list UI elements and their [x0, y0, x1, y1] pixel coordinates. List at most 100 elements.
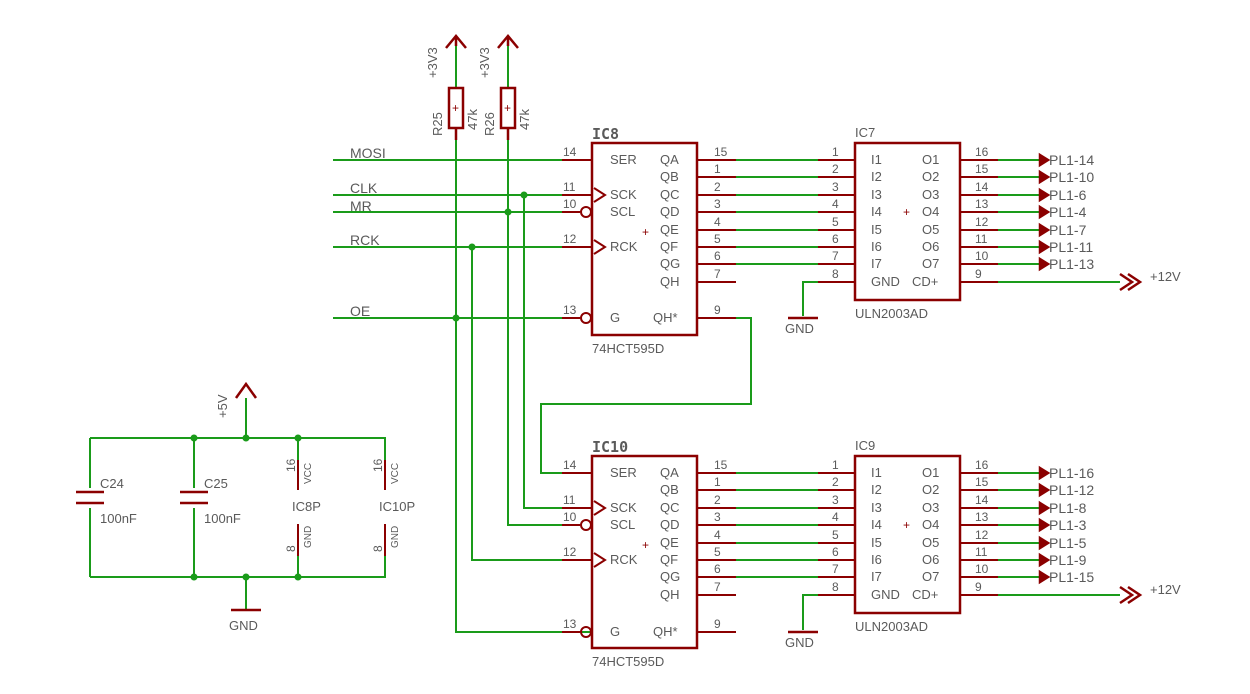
svg-text:O7: O7	[922, 569, 939, 584]
svg-text:+: +	[452, 101, 459, 115]
supply-3v3-b: +3V3	[477, 34, 519, 78]
ic8-value: 74HCT595D	[592, 341, 664, 356]
svg-text:O3: O3	[922, 500, 939, 515]
ic9-driver: IC9 ULN2003AD + I1 I2 I3 I4 I5 I6 I7 GND…	[818, 438, 998, 634]
svg-text:9: 9	[975, 267, 982, 281]
svg-text:13: 13	[563, 617, 577, 631]
svg-text:QC: QC	[660, 187, 680, 202]
svg-text:O3: O3	[922, 187, 939, 202]
svg-text:8: 8	[832, 267, 839, 281]
svg-text:O1: O1	[922, 465, 939, 480]
svg-text:6: 6	[714, 249, 721, 263]
svg-text:IC10P: IC10P	[379, 499, 415, 514]
svg-text:3: 3	[832, 180, 839, 194]
svg-text:GND: GND	[390, 526, 401, 548]
svg-text:I7: I7	[871, 569, 882, 584]
svg-text:GND: GND	[871, 274, 900, 289]
resistor-r26: + R26 47k	[482, 86, 532, 140]
svg-text:4: 4	[832, 510, 839, 524]
svg-text:O2: O2	[922, 482, 939, 497]
svg-text:QG: QG	[660, 569, 680, 584]
svg-text:QB: QB	[660, 169, 679, 184]
svg-text:GND: GND	[871, 587, 900, 602]
svg-text:14: 14	[563, 145, 577, 159]
ic10-value: 74HCT595D	[592, 654, 664, 669]
svg-text:I7: I7	[871, 256, 882, 271]
ic7-value: ULN2003AD	[855, 306, 928, 321]
svg-text:I6: I6	[871, 552, 882, 567]
svg-text:3: 3	[714, 197, 721, 211]
svg-text:10: 10	[563, 510, 577, 524]
ground-ic7: GND	[785, 316, 818, 336]
svg-text:7: 7	[714, 267, 721, 281]
svg-text:15: 15	[714, 458, 728, 472]
svg-text:QH: QH	[660, 587, 680, 602]
net-label-oe: OE	[350, 303, 370, 319]
svg-text:1: 1	[832, 458, 839, 472]
svg-text:1: 1	[832, 145, 839, 159]
svg-text:15: 15	[714, 145, 728, 159]
net-label-mosi: MOSI	[350, 145, 386, 161]
svg-text:10: 10	[975, 562, 989, 576]
svg-text:GND: GND	[229, 618, 258, 633]
svg-text:16: 16	[975, 458, 989, 472]
svg-text:9: 9	[975, 580, 982, 594]
svg-text:SER: SER	[610, 152, 637, 167]
svg-text:12: 12	[975, 528, 989, 542]
svg-text:RCK: RCK	[610, 552, 638, 567]
svg-text:SER: SER	[610, 465, 637, 480]
svg-text:+: +	[903, 205, 910, 219]
svg-text:+: +	[642, 538, 649, 552]
svg-text:CD+: CD+	[912, 274, 938, 289]
svg-text:2: 2	[714, 493, 721, 507]
supply-5v: +5V	[215, 381, 258, 418]
svg-text:8: 8	[832, 580, 839, 594]
svg-text:4: 4	[714, 528, 721, 542]
svg-text:15: 15	[975, 475, 989, 489]
svg-text:8: 8	[284, 545, 298, 552]
svg-text:IC8P: IC8P	[292, 499, 321, 514]
svg-text:QA: QA	[660, 152, 679, 167]
svg-text:GND: GND	[785, 635, 814, 650]
svg-text:G: G	[610, 310, 620, 325]
svg-text:SCK: SCK	[610, 500, 637, 515]
svg-text:11: 11	[975, 545, 988, 559]
svg-text:11: 11	[563, 493, 576, 507]
svg-text:9: 9	[714, 617, 721, 631]
svg-text:QD: QD	[660, 517, 680, 532]
svg-text:2: 2	[832, 475, 839, 489]
svg-text:4: 4	[832, 197, 839, 211]
resistor-r25: + R25 47k	[430, 86, 480, 140]
svg-text:QE: QE	[660, 222, 679, 237]
svg-text:14: 14	[975, 180, 989, 194]
svg-text:9: 9	[714, 303, 721, 317]
ic10-ref: IC10	[592, 438, 628, 456]
output-label: PL1-9	[1049, 552, 1087, 568]
output-labels-ic9: PL1-16 PL1-12 PL1-8 PL1-3 PL1-5 PL1-9 PL…	[1038, 465, 1094, 585]
output-label: PL1-8	[1049, 500, 1087, 516]
svg-text:14: 14	[975, 493, 989, 507]
wires	[89, 45, 1120, 633]
svg-text:+: +	[504, 101, 511, 115]
ground-ic9: GND	[785, 630, 818, 650]
svg-text:QC: QC	[660, 500, 680, 515]
svg-text:+3V3: +3V3	[425, 47, 440, 78]
svg-text:O6: O6	[922, 552, 939, 567]
svg-text:13: 13	[563, 303, 577, 317]
output-label: PL1-11	[1049, 239, 1093, 255]
svg-text:15: 15	[975, 162, 989, 176]
svg-text:1: 1	[714, 475, 721, 489]
svg-text:O5: O5	[922, 535, 939, 550]
net-label-clk: CLK	[350, 180, 378, 196]
svg-text:O4: O4	[922, 204, 939, 219]
svg-text:+: +	[642, 225, 649, 239]
ic7-driver: IC7 ULN2003AD + I1 I2 I3 I4 I5 I6 I7 GND…	[818, 125, 998, 321]
svg-text:2: 2	[832, 162, 839, 176]
svg-text:QF: QF	[660, 552, 678, 567]
output-label: PL1-6	[1049, 187, 1087, 203]
svg-text:6: 6	[832, 545, 839, 559]
svg-text:47k: 47k	[517, 109, 532, 130]
output-label: PL1-7	[1049, 222, 1087, 238]
ic8-shift-register: IC8 74HCT595D + SER SCK SCL RCK G 14 11 …	[562, 125, 736, 356]
output-label: PL1-14	[1049, 152, 1094, 168]
